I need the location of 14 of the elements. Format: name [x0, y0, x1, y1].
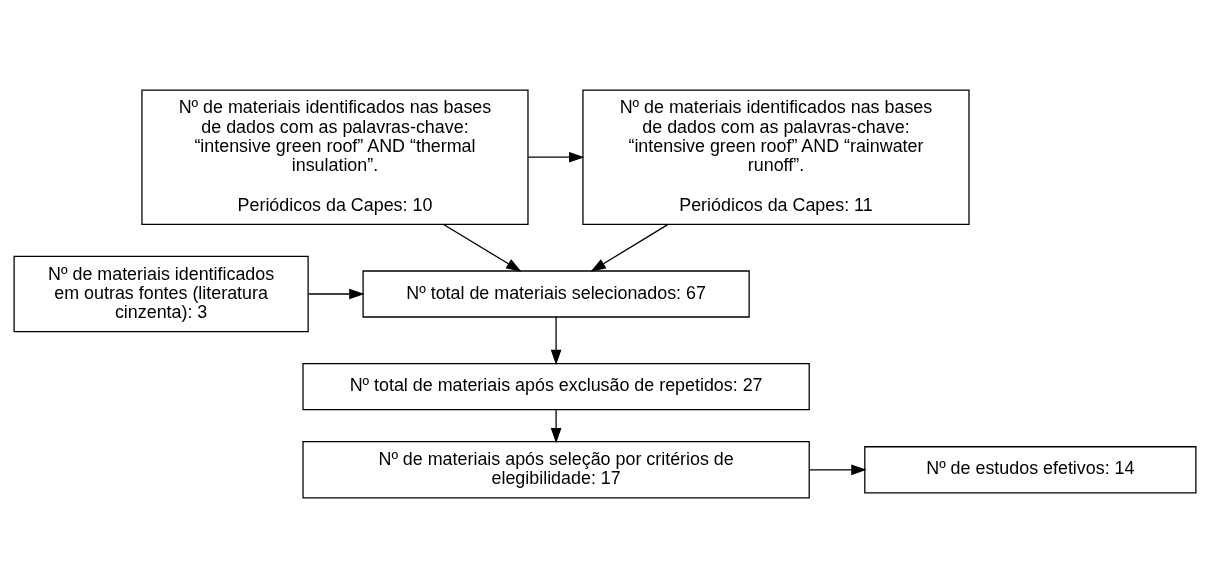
node-box: Nº de materiais identificados nas bases de dados com as palavras-chave: “intensive green roof” AND “thermal insulation”. Periódicos da Capes: 10 — [141, 89, 529, 225]
arrow — [550, 409, 562, 444]
node-box: Nº de materiais identificados em outras fontes (literatura cinzenta): 3 — [13, 255, 309, 333]
arrow — [527, 151, 585, 163]
node-box: Nº de estudos efetivos: 14 — [864, 446, 1197, 494]
arrow — [307, 288, 365, 300]
arrow — [808, 464, 867, 476]
node-box: Nº de materiais após seleção por critérios de elegibilidade: 17 — [302, 441, 810, 499]
arrow — [550, 316, 562, 366]
node-box: Nº total de materiais selecionados: 67 — [362, 270, 750, 318]
arrow — [442, 223, 522, 272]
arrow — [590, 223, 669, 272]
node-box: Nº de materiais identificados nas bases de dados com as palavras-chave: “intensive green roof” AND “rainwater runoff”. Periódicos da Capes: 11 — [582, 89, 970, 225]
node-box: Nº total de materiais após exclusão de repetidos: 27 — [302, 363, 810, 411]
